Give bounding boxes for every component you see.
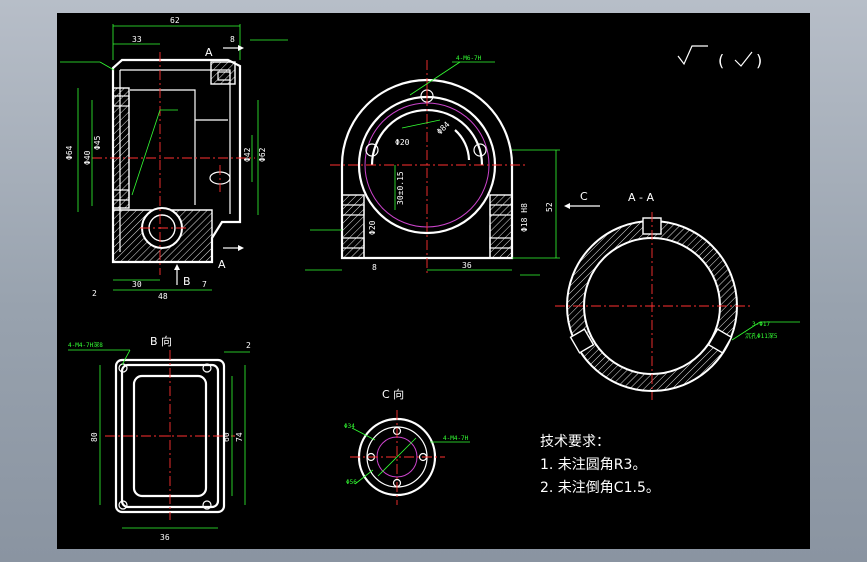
view-arrow-c-label: C (580, 190, 588, 203)
dim-side-phi18: Φ18 H8 (520, 203, 529, 232)
dim-side-8: 8 (372, 263, 377, 272)
section-label-a-top: A (205, 46, 213, 59)
section-label-a-bottom: A (218, 258, 226, 271)
dim-phi64: Φ64 (65, 145, 74, 160)
roughness-symbol (677, 45, 753, 67)
dim-30: 30 (132, 280, 142, 289)
view-c (350, 410, 470, 505)
dim-b-36: 36 (160, 533, 170, 542)
view-b-title: B 向 (150, 334, 172, 348)
dim-phi45: Φ45 (93, 135, 102, 150)
section-aa-title: A - A (628, 191, 654, 204)
view-b (68, 349, 250, 529)
dim-side-phi20: Φ20 (395, 138, 410, 147)
dim-b-74: 74 (235, 432, 244, 442)
dim-2: 2 (92, 289, 97, 298)
dim-7: 7 (202, 280, 207, 289)
callout-c-phi34: Φ34 (344, 423, 355, 430)
section-aa-view (555, 212, 800, 400)
dim-side-36: 36 (462, 261, 472, 270)
roughness-paren-close: ) (756, 51, 762, 70)
tech-req-item-1: 1. 未注圆角R3。 (540, 457, 646, 473)
callout-c-phi56: Φ56 (346, 479, 357, 486)
callout-4-m4-b: 4-M4-7H深8 (68, 341, 103, 349)
tech-req-title: 技术要求： (540, 434, 610, 450)
dim-48: 48 (158, 292, 168, 301)
dim-b-60: 60 (222, 432, 231, 442)
callout-3-phi17: 3-Φ17 (752, 321, 770, 328)
dim-side-30: 30±0.15 (396, 171, 405, 205)
roughness-paren-open: ( (718, 51, 724, 70)
dim-33: 33 (132, 35, 142, 44)
view-c-title: C 向 (382, 387, 404, 401)
dim-phi40: Φ40 (83, 150, 92, 165)
callout-counterbore: 沉孔Φ11深5 (745, 332, 778, 340)
dim-8: 8 (230, 35, 235, 44)
callout-c-4-m4: 4-M4-7H (443, 435, 469, 442)
tech-req-item-2: 2. 未注倒角C1.5。 (540, 480, 660, 496)
dim-side-phi20-v: Φ20 (368, 220, 377, 235)
side-view (305, 60, 600, 276)
callout-4-m6: 4-M6-7H (456, 55, 482, 62)
dim-b-80: 80 (90, 432, 99, 442)
front-view (60, 24, 288, 291)
dim-side-phi84: Φ84 (435, 120, 452, 137)
dim-phi62: Φ62 (258, 147, 267, 162)
dim-side-52: 52 (545, 202, 554, 212)
dim-62: 62 (170, 16, 180, 25)
dim-phi42: Φ42 (243, 147, 252, 162)
dim-b-2: 2 (246, 341, 251, 350)
view-arrow-b-label: B (183, 275, 191, 288)
